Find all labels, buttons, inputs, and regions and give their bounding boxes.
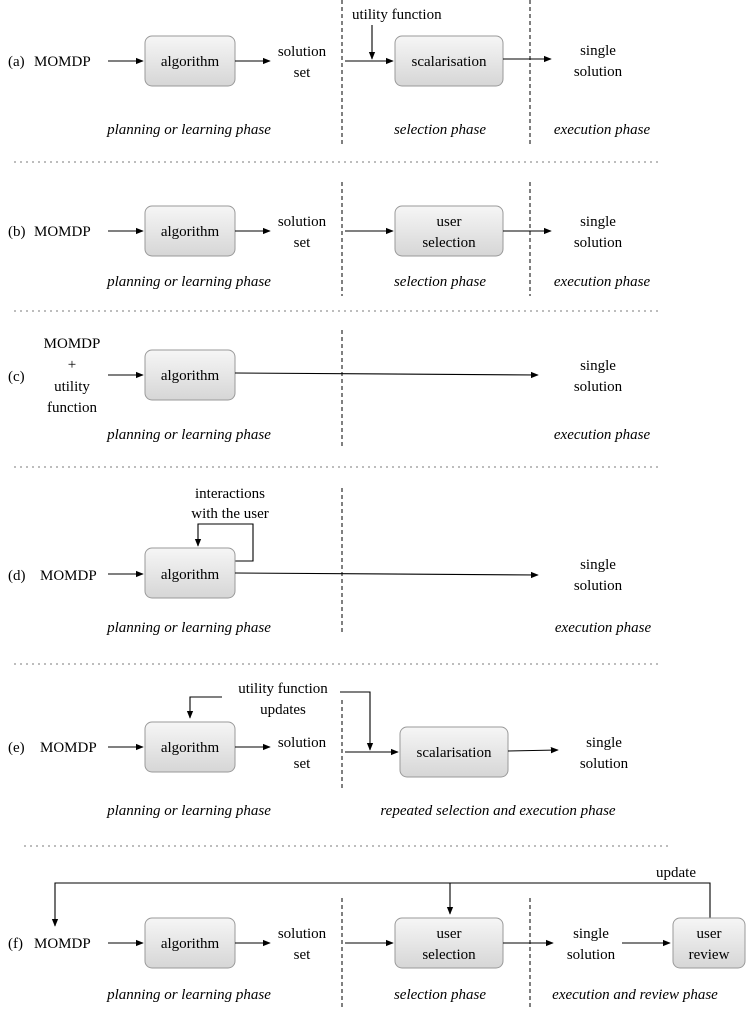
single-solution-line2: solution [567, 947, 616, 963]
algorithm-label: algorithm [161, 368, 220, 384]
phase-label-execution: execution phase [554, 122, 651, 138]
user-review-line1: user [697, 926, 722, 942]
single-solution-line1: single [573, 926, 609, 942]
user-selection-line2: selection [422, 947, 476, 963]
single-solution-line2: solution [574, 578, 623, 594]
single-solution-line1: single [580, 557, 616, 573]
interactions-line2: with the user [191, 506, 268, 522]
algorithm-label: algorithm [161, 936, 220, 952]
user-selection-line1: user [437, 214, 462, 230]
update-label: update [656, 865, 696, 881]
single-solution-line2: solution [580, 756, 629, 772]
panel-c: (c) MOMDP + utility function algorithm s… [8, 330, 650, 446]
solution-label-line2: set [294, 65, 311, 81]
panel-f: update (f) MOMDP algorithm solution set … [8, 865, 746, 1008]
phase-label-selection: selection phase [394, 987, 486, 1003]
panel-e: (e) MOMDP utility function updates algor… [8, 681, 629, 819]
panel-c-input-line1: MOMDP [44, 336, 101, 352]
phase-label-planning: planning or learning phase [106, 427, 271, 443]
solution-label-line2: set [294, 947, 311, 963]
updates-line2: updates [260, 702, 306, 718]
phase-label-planning: planning or learning phase [106, 274, 271, 290]
single-solution-line2: solution [574, 235, 623, 251]
arrow-to-single-solution [234, 371, 539, 379]
panel-d-tag: (d) [8, 568, 26, 584]
panel-e-input: MOMDP [40, 740, 97, 756]
user-selection-line2: selection [422, 235, 476, 251]
phase-label-planning: planning or learning phase [106, 620, 271, 636]
panel-f-input: MOMDP [34, 936, 91, 952]
utility-function-label: utility function [352, 7, 442, 23]
phase-label-execution: execution phase [555, 620, 652, 636]
scalarisation-box [399, 726, 509, 778]
arrow-updates-to-algorithm [186, 696, 222, 719]
solution-label-line1: solution [278, 214, 327, 230]
phase-label-selection: selection phase [394, 274, 486, 290]
solution-label-line1: solution [278, 926, 327, 942]
panel-b-input: MOMDP [34, 224, 91, 240]
phase-label-execution: execution phase [554, 427, 651, 443]
solution-label-line1: solution [278, 735, 327, 751]
user-review-line2: review [689, 947, 730, 963]
panel-a-input: MOMDP [34, 54, 91, 70]
solution-label-line2: set [294, 756, 311, 772]
panel-e-tag: (e) [8, 740, 25, 756]
arrow-updates-to-scalarisation [340, 691, 374, 751]
single-solution-line1: single [586, 735, 622, 751]
panel-c-tag: (c) [8, 369, 25, 385]
panel-b: (b) MOMDP algorithm solution set user se… [8, 182, 650, 296]
phase-label-planning: planning or learning phase [106, 987, 271, 1003]
single-solution-line1: single [580, 358, 616, 374]
solution-label-line1: solution [278, 44, 327, 60]
algorithm-label: algorithm [161, 567, 220, 583]
phase-label-execution: execution phase [554, 274, 651, 290]
panel-a: (a) MOMDP algorithm solution set utility… [8, 0, 650, 145]
interactions-line1: interactions [195, 486, 265, 502]
scalarisation-label: scalarisation [412, 54, 487, 70]
algorithm-label: algorithm [161, 224, 220, 240]
phase-label-repeated: repeated selection and execution phase [380, 803, 616, 819]
panel-c-input-line4: function [47, 400, 97, 416]
panel-c-input-line3: utility [54, 379, 90, 395]
panel-a-tag: (a) [8, 54, 25, 70]
user-review-box [672, 917, 746, 969]
panel-f-tag: (f) [8, 936, 23, 952]
single-solution-line1: single [580, 43, 616, 59]
panel-d: (d) MOMDP interactions with the user alg… [8, 486, 651, 636]
panel-d-input: MOMDP [40, 568, 97, 584]
scalarisation-label: scalarisation [417, 745, 492, 761]
phase-label-planning: planning or learning phase [106, 122, 271, 138]
arrow-to-single-solution [507, 746, 559, 754]
phase-label-execution-review: execution and review phase [552, 987, 718, 1003]
update-feedback-arrow [51, 882, 711, 927]
single-solution-line1: single [580, 214, 616, 230]
phase-label-selection: selection phase [394, 122, 486, 138]
single-solution-line2: solution [574, 64, 623, 80]
algorithm-label: algorithm [161, 54, 220, 70]
interaction-loop-arrow [194, 523, 254, 562]
panel-c-input-line2: + [68, 357, 76, 373]
panel-b-tag: (b) [8, 224, 26, 240]
single-solution-line2: solution [574, 379, 623, 395]
algorithm-label: algorithm [161, 740, 220, 756]
solution-label-line2: set [294, 235, 311, 251]
scalarisation-box [394, 35, 504, 87]
arrow-to-single-solution [234, 571, 539, 579]
algorithm-box [144, 349, 236, 401]
updates-line1: utility function [238, 681, 328, 697]
phase-label-planning: planning or learning phase [106, 803, 271, 819]
user-selection-line1: user [437, 926, 462, 942]
